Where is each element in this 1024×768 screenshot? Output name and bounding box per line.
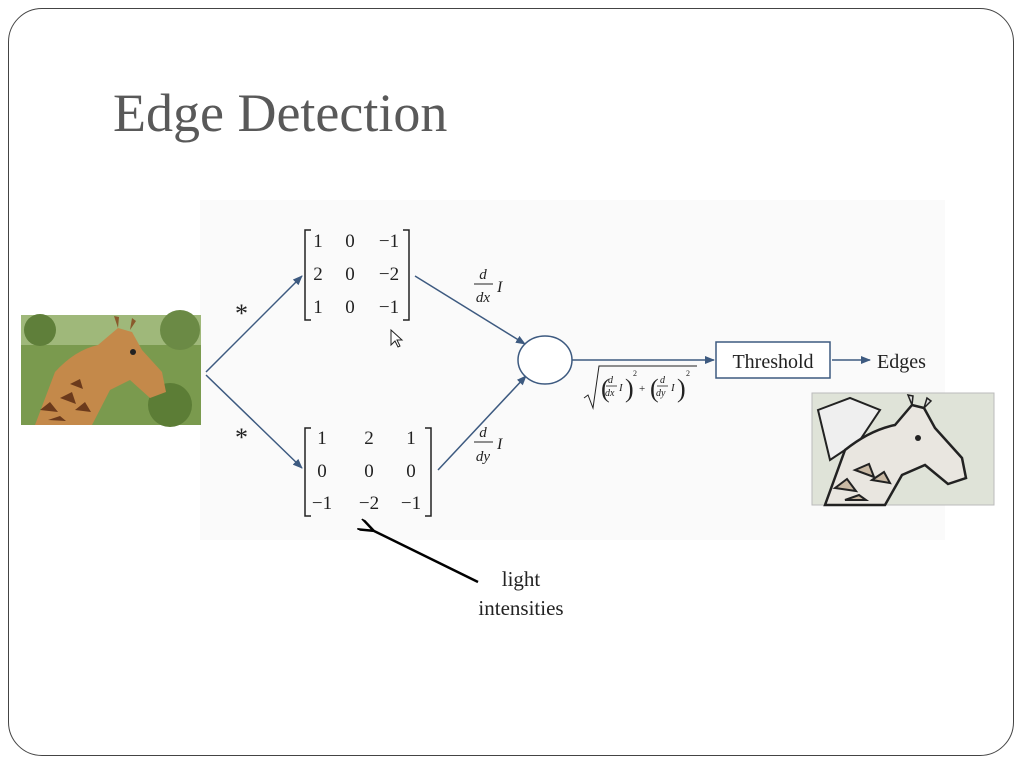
- annotation-arrow: [372, 530, 479, 584]
- sobel-kernel-x: 1 0 −1 2 0 −2 1 0 −1: [304, 229, 410, 321]
- kernel-x-cell: 1: [313, 231, 323, 252]
- arrow-to-kernel-x: [205, 275, 303, 373]
- convolution-operator-bottom: *: [235, 423, 248, 452]
- svg-text:+: +: [639, 383, 645, 395]
- svg-text:I: I: [670, 382, 676, 394]
- svg-text:I: I: [618, 382, 624, 394]
- svg-text:I: I: [496, 279, 503, 296]
- svg-text:d: d: [479, 425, 487, 441]
- kernel-x-cell: 0: [345, 264, 355, 285]
- kernel-x-cell: −2: [379, 264, 399, 285]
- svg-text:d: d: [608, 375, 614, 386]
- kernel-x-cell: −1: [379, 297, 399, 318]
- svg-text:): ): [625, 374, 634, 403]
- threshold-box: [715, 341, 831, 379]
- kernel-y-cell: 0: [317, 461, 327, 482]
- kernel-x-cell: 2: [313, 264, 323, 285]
- kernel-x-cell: 1: [313, 297, 323, 318]
- derivative-x-label: d dx I: [474, 267, 503, 306]
- kernel-y-cell: −1: [312, 493, 332, 514]
- kernel-y-cell: −1: [401, 493, 421, 514]
- kernel-x-cell: 0: [345, 231, 355, 252]
- svg-text:dx: dx: [605, 388, 615, 399]
- svg-text:dy: dy: [476, 449, 491, 465]
- mouse-cursor-icon: [390, 328, 404, 348]
- svg-text:dx: dx: [476, 290, 491, 306]
- arrow-dy-to-combine: [437, 375, 527, 471]
- giraffe-input-image: [21, 310, 201, 427]
- svg-text:2: 2: [633, 369, 637, 378]
- svg-text:I: I: [496, 436, 503, 453]
- svg-text:d: d: [479, 267, 487, 283]
- svg-text:2: 2: [686, 369, 690, 378]
- sobel-kernel-y: 1 2 1 0 0 0 −1 −2 −1: [304, 427, 432, 517]
- derivative-y-label: d dy I: [474, 425, 503, 465]
- kernel-y-cell: 1: [406, 428, 416, 449]
- annotation-line-2: intensities: [478, 596, 563, 620]
- edges-label: Edges: [877, 351, 926, 373]
- kernel-x-cell: 0: [345, 297, 355, 318]
- kernel-y-cell: 0: [406, 461, 416, 482]
- kernel-y-cell: 1: [317, 428, 327, 449]
- combine-node: [517, 335, 573, 385]
- svg-text:(: (: [601, 374, 610, 403]
- threshold-label: Threshold: [732, 351, 813, 373]
- svg-text:(: (: [650, 374, 659, 403]
- arrow-dx-to-combine: [414, 275, 526, 345]
- slide-title: Edge Detection: [113, 83, 448, 143]
- slide-frame: [8, 8, 1014, 756]
- svg-text:dy: dy: [656, 388, 666, 399]
- convolution-operator-top: *: [235, 299, 248, 328]
- kernel-y-cell: 0: [364, 461, 374, 482]
- kernel-y-cell: −2: [359, 493, 379, 514]
- giraffe-edges-image: [811, 392, 995, 507]
- arrow-to-kernel-y: [205, 374, 303, 469]
- svg-text:): ): [677, 374, 686, 403]
- gradient-magnitude-formula: ( d dx I ) 2 + ( d dy I ) 2: [583, 365, 697, 410]
- kernel-y-cell: 2: [364, 428, 374, 449]
- annotation-line-1: light: [502, 567, 541, 591]
- svg-text:d: d: [660, 375, 666, 386]
- kernel-x-cell: −1: [379, 231, 399, 252]
